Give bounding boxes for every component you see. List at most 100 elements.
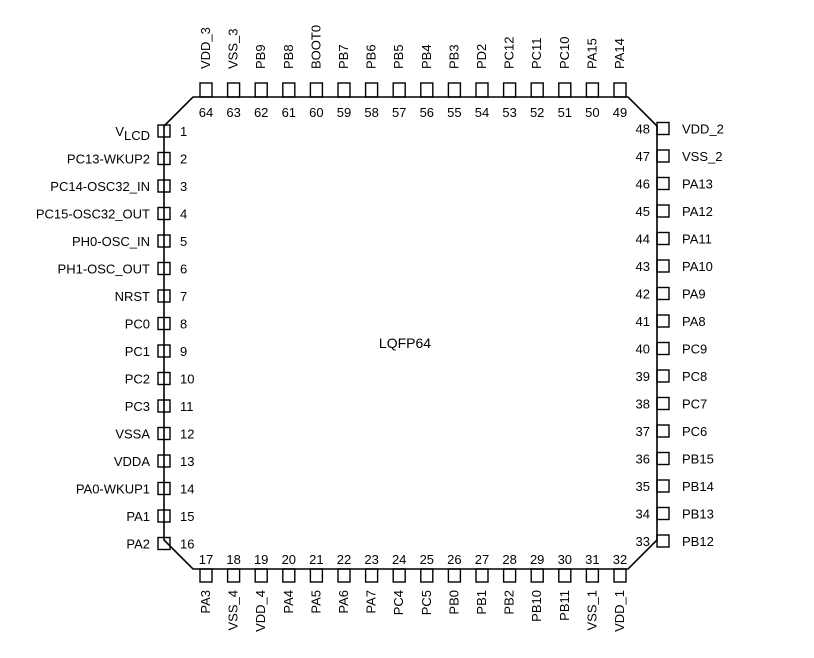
pin-name-43: PA10 <box>682 259 713 274</box>
pin-pad-13 <box>157 454 171 468</box>
pin-number-21: 21 <box>309 552 323 567</box>
pin-name-62: PB9 <box>253 44 268 69</box>
pin-pad-22 <box>337 568 351 583</box>
pin-name-52: PC11 <box>529 37 544 69</box>
pin-name-51: PC10 <box>557 36 572 69</box>
pin-pad-34 <box>656 506 670 521</box>
pin-name-61: PB8 <box>281 44 296 69</box>
pin-name-11: PC3 <box>125 399 150 414</box>
pin-number-32: 32 <box>613 552 627 567</box>
pin-number-27: 27 <box>475 552 489 567</box>
pin-pad-5 <box>157 234 171 248</box>
pin-pad-36 <box>656 451 670 466</box>
pin-name-57: PB5 <box>391 44 406 69</box>
pin-number-61: 61 <box>282 105 296 120</box>
pin-pad-54 <box>475 82 489 98</box>
pin-number-22: 22 <box>337 552 351 567</box>
pin-number-8: 8 <box>180 317 187 332</box>
pin-number-3: 3 <box>180 179 187 194</box>
pin-name-49: PA14 <box>612 38 627 69</box>
pin-number-36: 36 <box>636 452 650 467</box>
pin-name-18: VSS_4 <box>226 590 241 630</box>
pin-number-63: 63 <box>226 105 240 120</box>
pin-pad-16 <box>157 536 171 551</box>
pin-pad-15 <box>157 509 171 523</box>
pin-name-60: BOOT0 <box>308 25 323 69</box>
pin-name-5: PH0-OSC_IN <box>72 234 150 249</box>
pin-name-12: VSSA <box>115 427 150 442</box>
pin-number-14: 14 <box>180 482 194 497</box>
pin-name-14: PA0-WKUP1 <box>76 482 150 497</box>
pin-name-48: VDD_2 <box>682 122 724 137</box>
pin-pad-27 <box>475 568 489 583</box>
pin-pad-7 <box>157 289 171 303</box>
pin-pad-61 <box>282 82 296 98</box>
pin-number-55: 55 <box>447 105 461 120</box>
pin-name-16: PA2 <box>126 537 150 552</box>
pin-pad-50 <box>585 82 600 98</box>
pin-pad-18 <box>226 568 241 583</box>
pin-number-11: 11 <box>180 399 194 414</box>
pin-number-37: 37 <box>636 424 650 439</box>
pin-name-55: PB3 <box>446 44 461 69</box>
pin-number-13: 13 <box>180 454 194 469</box>
pin-pad-53 <box>502 82 517 98</box>
pin-pad-12 <box>157 426 171 441</box>
pin-pad-44 <box>656 231 670 246</box>
pin-pad-57 <box>392 82 406 98</box>
pin-name-44: PA11 <box>682 232 712 247</box>
pin-name-20: PA4 <box>281 590 296 614</box>
pin-name-2: PC13-WKUP2 <box>67 152 150 167</box>
pin-pad-17 <box>199 568 213 583</box>
pin-name-36: PB15 <box>682 452 714 467</box>
pin-name-main: V <box>115 124 124 139</box>
pin-number-54: 54 <box>475 105 489 120</box>
pin-number-53: 53 <box>502 105 516 120</box>
pin-number-47: 47 <box>636 149 650 164</box>
pin-pad-6 <box>157 261 171 276</box>
pin-pad-2 <box>157 151 171 166</box>
pin-pad-51 <box>558 82 572 98</box>
pin-name-26: PB0 <box>446 590 461 615</box>
pin-name-53: PC12 <box>502 36 517 69</box>
pin-number-48: 48 <box>636 122 650 137</box>
pin-name-40: PC9 <box>682 342 707 357</box>
pin-number-12: 12 <box>180 427 194 442</box>
pin-name-30: PB11 <box>557 590 572 621</box>
pin-pad-48 <box>656 121 670 136</box>
pin-pad-3 <box>157 179 171 193</box>
pin-number-31: 31 <box>585 552 599 567</box>
pin-number-29: 29 <box>530 552 544 567</box>
pin-pad-21 <box>309 568 324 583</box>
pin-name-19: VDD_4 <box>253 590 268 632</box>
pin-number-23: 23 <box>364 552 378 567</box>
pin-name-21: PA5 <box>308 590 323 614</box>
pin-name-37: PC6 <box>682 424 707 439</box>
pin-name-31: VSS_1 <box>584 590 599 630</box>
pin-number-43: 43 <box>636 259 650 274</box>
pin-number-58: 58 <box>364 105 378 120</box>
pin-name-38: PC7 <box>682 397 707 412</box>
pin-number-40: 40 <box>636 342 650 357</box>
pin-number-28: 28 <box>502 552 516 567</box>
pin-pad-31 <box>585 568 600 583</box>
pin-name-54: PD2 <box>474 44 489 69</box>
pin-pad-64 <box>199 82 213 98</box>
pin-pad-30 <box>558 568 572 583</box>
pin-number-45: 45 <box>636 204 650 219</box>
pin-number-62: 62 <box>254 105 268 120</box>
pin-pad-37 <box>656 424 670 438</box>
pin-number-20: 20 <box>282 552 296 567</box>
pin-number-18: 18 <box>226 552 240 567</box>
pin-name-59: PB7 <box>336 44 351 69</box>
pin-number-52: 52 <box>530 105 544 120</box>
pin-name-35: PB14 <box>682 479 714 494</box>
pin-pad-8 <box>157 316 171 331</box>
pin-number-39: 39 <box>636 369 650 384</box>
pin-name-17: PA3 <box>198 590 213 614</box>
pin-name-50: PA15 <box>584 38 599 69</box>
pin-name-64: VDD_3 <box>198 27 213 69</box>
pin-number-44: 44 <box>636 232 650 247</box>
pin-name-1: VLCD <box>115 124 150 143</box>
pin-pad-19 <box>254 568 268 583</box>
